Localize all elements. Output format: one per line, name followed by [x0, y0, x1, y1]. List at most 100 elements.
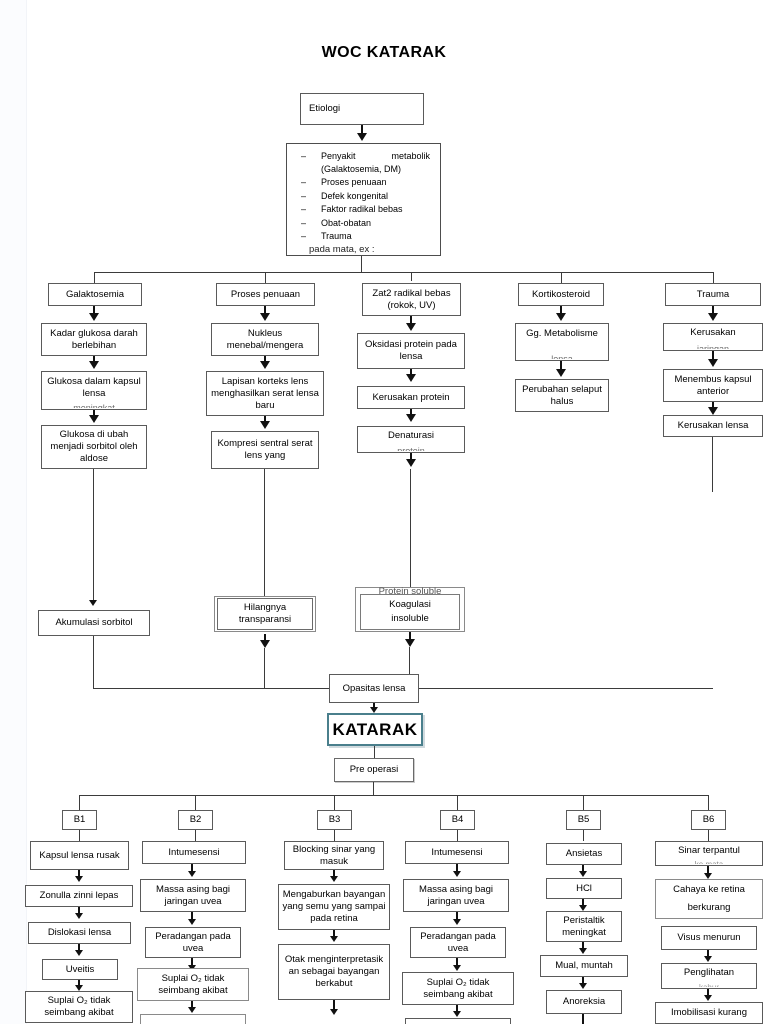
list-dash: –: [301, 204, 307, 214]
connector-bus-drop-5: [713, 272, 714, 283]
node-kerusakan-jaringan-text: Kerusakan: [690, 327, 736, 338]
node-kortikosteroid: Kortikosteroid: [518, 283, 604, 306]
node-pre-operasi: Pre operasi: [334, 758, 414, 782]
connector-c5-s1: [712, 306, 714, 317]
node-b5-peristaltik: Peristaltik meningkat: [546, 911, 622, 942]
connector-c2-s3: [264, 416, 266, 425]
etiologi-item-0b: (Galaktosemia, DM): [321, 163, 402, 174]
etiologi-item-6-clipped: pada mata, ex :: [309, 244, 375, 255]
node-b3-blocking-sinar: Blocking sinar yang masuk: [284, 841, 384, 870]
connector-bus-top: [94, 272, 714, 273]
page-title: WOC KATARAK: [321, 44, 447, 61]
connector-b6-s2: [707, 866, 709, 875]
node-b6-sinar-terpantul-text: Sinar terpantul: [678, 845, 740, 856]
connector-b2-s2: [191, 864, 193, 873]
connector-c4-s2: [560, 361, 562, 373]
list-dash: –: [301, 249, 307, 256]
node-etiologi-header: Etiologi: [300, 93, 424, 125]
node-b5-ansietas: Ansietas: [546, 843, 622, 865]
connector-b3-s4: [333, 1000, 335, 1010]
arrow-b1-2: [75, 876, 83, 882]
connector-b5-s5: [582, 977, 584, 985]
node-b4-code: B4: [440, 810, 475, 830]
connector-b1-s4: [78, 944, 80, 952]
arrow-b5-2: [579, 871, 587, 877]
arrow-opasitas-down: [370, 707, 378, 713]
node-b6-cahaya-line2: berkurang: [687, 902, 731, 913]
arrow-b6-2: [704, 873, 712, 879]
connector-bus-drop-1: [94, 272, 95, 283]
connector-c3-s4: [410, 453, 412, 463]
connector-b4-s2: [456, 864, 458, 873]
connector-hilangnya-stem: [264, 634, 266, 642]
connector-b5-s3: [582, 899, 584, 907]
connector-katarak-stem: [374, 746, 375, 758]
connector-b5-s6: [582, 1014, 584, 1024]
arrow-b3-4: [330, 1009, 338, 1015]
arrow-c5-1: [708, 313, 718, 321]
node-hilangnya-transparansi: Hilangnya transparansi: [217, 598, 313, 630]
connector-b1-s5: [78, 980, 80, 987]
connector-koagulasi-stem: [409, 632, 411, 640]
arrow-b3-2: [330, 876, 338, 882]
connector-c3-long-drop: [410, 469, 411, 587]
node-gg-metabolisme-clipped: lensa: [551, 354, 573, 359]
node-nukleus-menebal: Nukleus menebal/mengera: [211, 323, 319, 356]
node-b6-penglihatan: Penglihatan: [661, 963, 757, 989]
arrow-b6-5: [704, 995, 712, 1001]
node-b2-suplai-o2: Suplai O₂ tidak seimbang akibat: [137, 968, 249, 1001]
node-menembus-kapsul: Menembus kapsul anterior: [663, 369, 763, 402]
node-b6-cahaya-line1: Cahaya ke retina: [673, 884, 745, 895]
arrow-b2-2: [188, 871, 196, 877]
node-koagulasi-insoluble: Koagulasi insoluble: [360, 594, 460, 630]
node-b6-cahaya-retina: Cahaya ke retina berkurang: [655, 879, 763, 919]
node-b6-imobilisasi: Imobilisasi kurang: [655, 1002, 763, 1024]
connector-c3-s3: [410, 409, 412, 418]
node-gg-metabolisme-text: Gg. Metabolisme: [526, 328, 598, 339]
node-denaturasi-text: Denaturasi: [388, 430, 434, 441]
connector-b3-s1: [334, 830, 335, 841]
arrow-etiologi-down: [357, 133, 367, 141]
list-dash: –: [301, 177, 307, 187]
connector-bus-drop-4: [561, 272, 562, 283]
arrow-c1-1: [89, 313, 99, 321]
node-b6-code: B6: [691, 810, 726, 830]
node-b3-code: B3: [317, 810, 352, 830]
arrow-c1-3: [89, 415, 99, 423]
arrow-c5-3: [708, 407, 718, 415]
connector-c1-long-drop: [93, 469, 94, 603]
node-perubahan-selaput: Perubahan selaput halus: [515, 379, 609, 412]
node-b4-next: [405, 1018, 511, 1024]
connector-opasitas-stem: [373, 703, 375, 709]
connector-b4-s1: [457, 830, 458, 841]
node-b4-massa-asing: Massa asing bagi jaringan uvea: [403, 879, 509, 912]
connector-b6-s4: [707, 950, 709, 958]
node-b1-kapsul-lensa-rusak: Kapsul lensa rusak: [30, 841, 129, 870]
node-koagulasi-line1: Koagulasi: [389, 599, 431, 610]
connector-b1-s1: [79, 830, 80, 841]
connector-c2-long-drop: [264, 469, 265, 596]
connector-b2-s5: [191, 1001, 193, 1009]
connector-branch-drop-b5: [583, 795, 584, 810]
connector-b3-s2: [333, 870, 335, 878]
node-b5-hcl: HCl: [546, 878, 622, 899]
node-radikal-bebas: Zat2 radikal bebas (rokok, UV): [362, 283, 461, 316]
node-b3-mengaburkan: Mengaburkan bayangan yang semu yang samp…: [278, 884, 390, 930]
list-dash: –: [301, 231, 307, 241]
node-b1-suplai-o2: Suplai O₂ tidak seimbang akibat: [25, 991, 133, 1023]
connector-hilangnya-to-bus: [264, 648, 265, 688]
arrow-b2-5: [188, 1007, 196, 1013]
arrow-c3-2: [406, 374, 416, 382]
node-b4-intumesensi: Intumesensi: [405, 841, 509, 864]
node-kompresi-sentral: Kompresi sentral serat lens yang: [211, 431, 319, 469]
connector-b2-s4: [191, 958, 193, 967]
node-glukosa-kapsul-text: Glukosa dalam kapsul lensa: [47, 376, 141, 399]
node-b1-dislokasi-lensa: Dislokasi lensa: [28, 922, 131, 944]
node-b6-penglihatan-clipped: kabur: [661, 982, 757, 987]
list-dash: –: [301, 151, 307, 161]
node-b1-code: B1: [62, 810, 97, 830]
node-galaktosemia: Galaktosemia: [48, 283, 142, 306]
node-hilangnya-transparansi-outline: [214, 596, 316, 632]
arrow-c1-2: [89, 361, 99, 369]
node-oksidasi-protein: Oksidasi protein pada lensa: [357, 333, 465, 369]
